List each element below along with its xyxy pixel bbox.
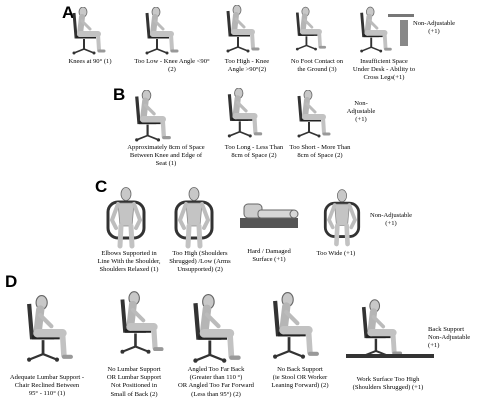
caption-a1: Knees at 90° (1) [68, 58, 112, 65]
figure-d5-work-surface-high [346, 296, 434, 366]
caption-b3: Too Short - More Than 8cm of Space (2) [289, 144, 351, 160]
figure-d4-no-back-support [264, 292, 328, 360]
section-c-letter: C [95, 177, 108, 196]
caption-c2: Too High (Shoulders Shrugged) /Low (Arms… [169, 250, 231, 274]
caption-d4: No Back Support (ie Stool OR Worker Lean… [271, 366, 329, 390]
figure-a4-no-foot-contact [290, 6, 332, 52]
figure-a5-desk-space [354, 6, 414, 54]
figure-b2-seat-too-long [212, 88, 278, 138]
figure-d3-recline-angle [184, 294, 250, 364]
caption-b1: Approximately 8cm of Space Between Knee … [127, 144, 205, 168]
section-b-letter: B [113, 85, 126, 104]
figure-c1-armrest-correct [96, 186, 156, 250]
section-b-non-adjustable: Non- Adjustable (+1) [346, 100, 376, 124]
caption-c3: Hard / Damaged Surface (+1) [247, 248, 291, 264]
caption-d1: Adequate Lumbar Support - Chair Reclined… [9, 374, 85, 398]
caption-a5: Insufficient Space Under Desk - Ability … [352, 58, 416, 82]
section-d-non-adjustable: Back Support Non-Adjustable (+1) [428, 326, 471, 350]
section-a-letter: A [62, 3, 75, 22]
figure-b1-seat-depth-correct [118, 90, 188, 142]
section-c-non-adjustable: Non-Adjustable (+1) [369, 212, 413, 228]
figure-d1-lumbar-correct [18, 290, 82, 368]
figure-a2-seat-too-low [139, 7, 185, 55]
caption-c1: Elbows Supported in Line With the Should… [97, 250, 161, 274]
section-a-non-adjustable: Non-Adjustable (+1) [412, 20, 456, 36]
caption-d2: No Lumbar Support OR Lumbar Support Not … [106, 366, 162, 398]
caption-a3: Too High - Knee Angle >90°(2) [224, 58, 270, 74]
figure-d2-no-lumbar [112, 288, 172, 358]
figure-a1-seated-knees-90 [66, 7, 112, 55]
caption-a4: No Foot Contact on the Ground (3) [290, 58, 344, 74]
caption-a2: Too Low - Knee Angle <90° (2) [134, 58, 210, 74]
caption-d3: Angled Too Far Back (Greater than 110 °)… [178, 366, 254, 398]
section-d-letter: D [5, 272, 18, 291]
caption-c4: Too Wide (+1) [316, 250, 356, 257]
figure-c2-armrest-too-high [166, 186, 222, 250]
figure-a3-seat-too-high [220, 5, 266, 53]
figure-c3-armrest-hard-surface [240, 203, 299, 228]
caption-d5: Work Surface Too High (Shoulders Shrugge… [352, 376, 424, 392]
caption-b2: Too Long - Less Than 8cm of Space (2) [224, 144, 284, 160]
